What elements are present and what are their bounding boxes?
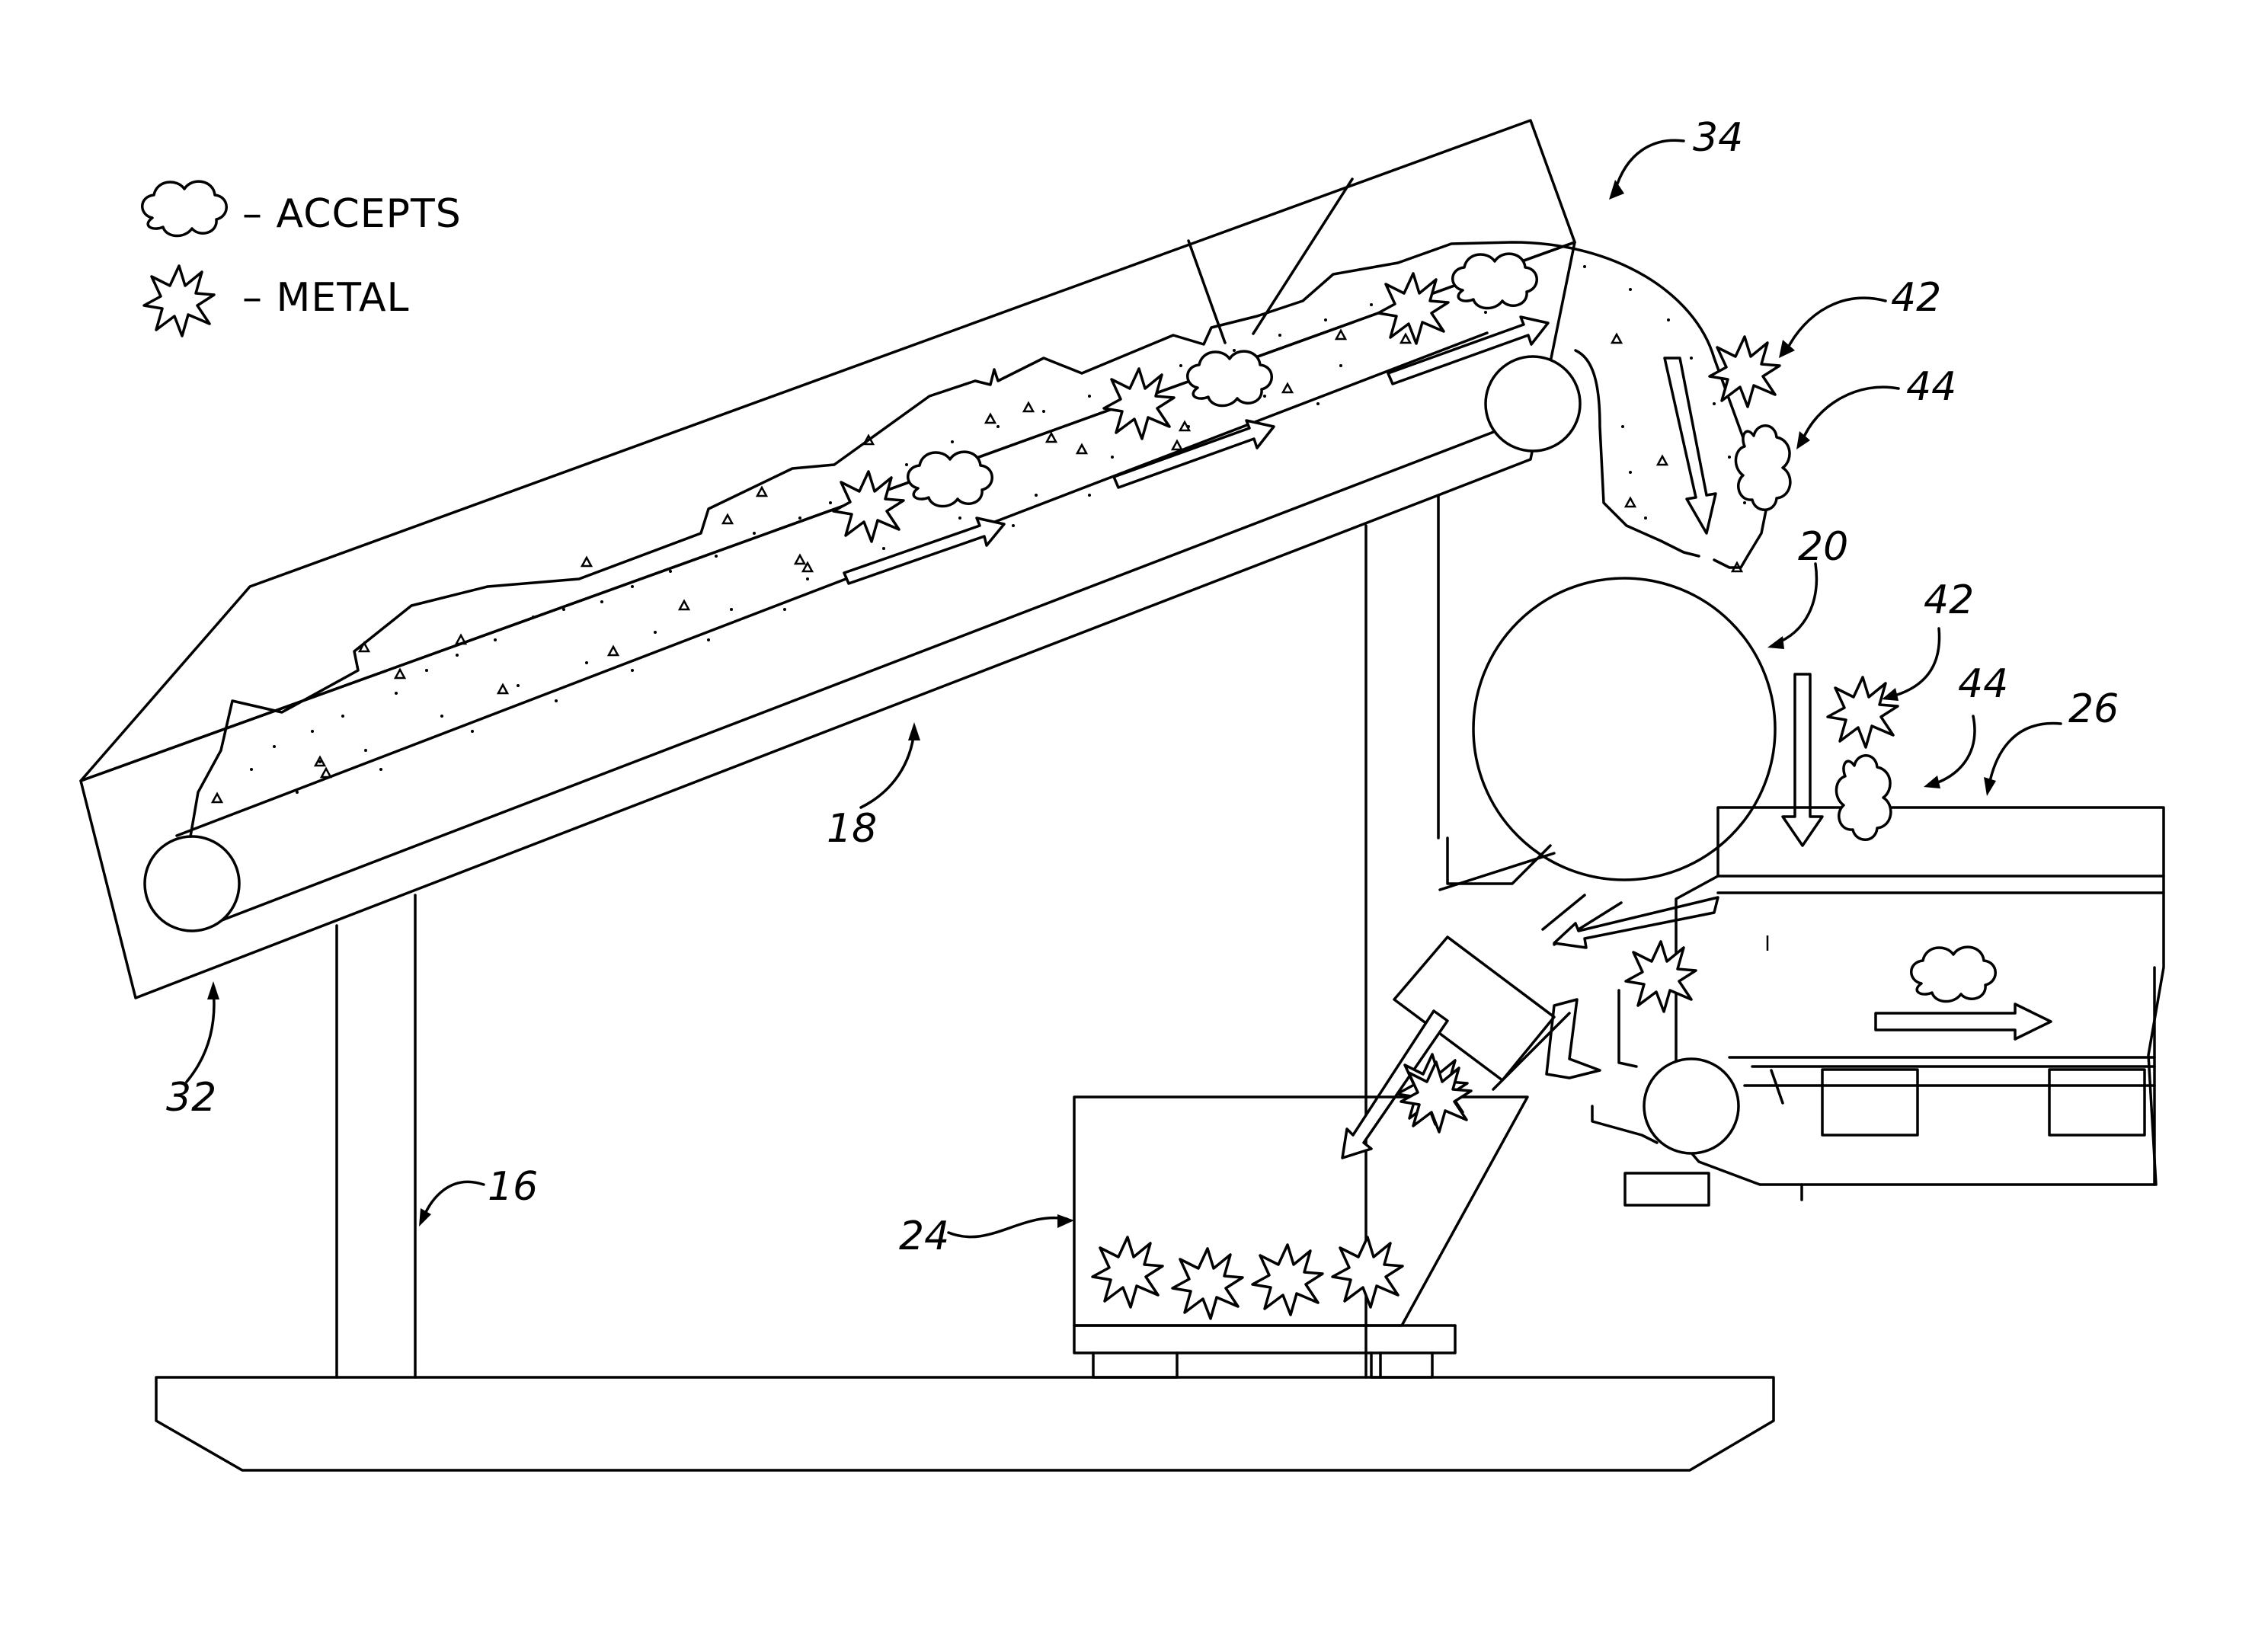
conveyor-frame-legs xyxy=(337,495,1438,1377)
legend-metal-label: – METAL xyxy=(242,275,410,321)
infeed-pulley xyxy=(145,836,239,931)
base-skid xyxy=(156,1377,1774,1470)
discharge-flow-arrows xyxy=(1665,358,1716,533)
ref-16: 16 xyxy=(488,1164,538,1210)
drum-trajectory-arrows xyxy=(1783,674,1822,846)
cloud-icon xyxy=(142,181,227,235)
ref-44-upper: 44 xyxy=(1906,364,1956,410)
ref-42-upper: 42 xyxy=(1891,275,1941,321)
ref-18: 18 xyxy=(827,806,877,852)
reference-numbers: 34 42 44 20 42 44 26 18 32 16 24 xyxy=(166,115,2119,1259)
conveyor-housing xyxy=(81,120,1575,998)
head-pulley xyxy=(1486,357,1580,451)
legend-accepts-label: – ACCEPTS xyxy=(242,191,462,237)
legend: – ACCEPTS – METAL xyxy=(142,181,462,336)
metal-on-belt xyxy=(833,273,1448,542)
metal-bin xyxy=(1074,1054,1527,1377)
leader-lines xyxy=(187,140,2061,1236)
ref-24: 24 xyxy=(899,1214,949,1259)
ref-32: 32 xyxy=(166,1075,216,1121)
starburst-icon xyxy=(144,266,214,336)
magnetic-drum xyxy=(1473,578,1775,880)
ref-42-lower: 42 xyxy=(1924,577,1974,623)
ref-44-lower: 44 xyxy=(1958,661,2008,707)
ref-20: 20 xyxy=(1798,524,1848,570)
ref-34: 34 xyxy=(1693,115,1743,161)
ref-26: 26 xyxy=(2068,686,2119,732)
